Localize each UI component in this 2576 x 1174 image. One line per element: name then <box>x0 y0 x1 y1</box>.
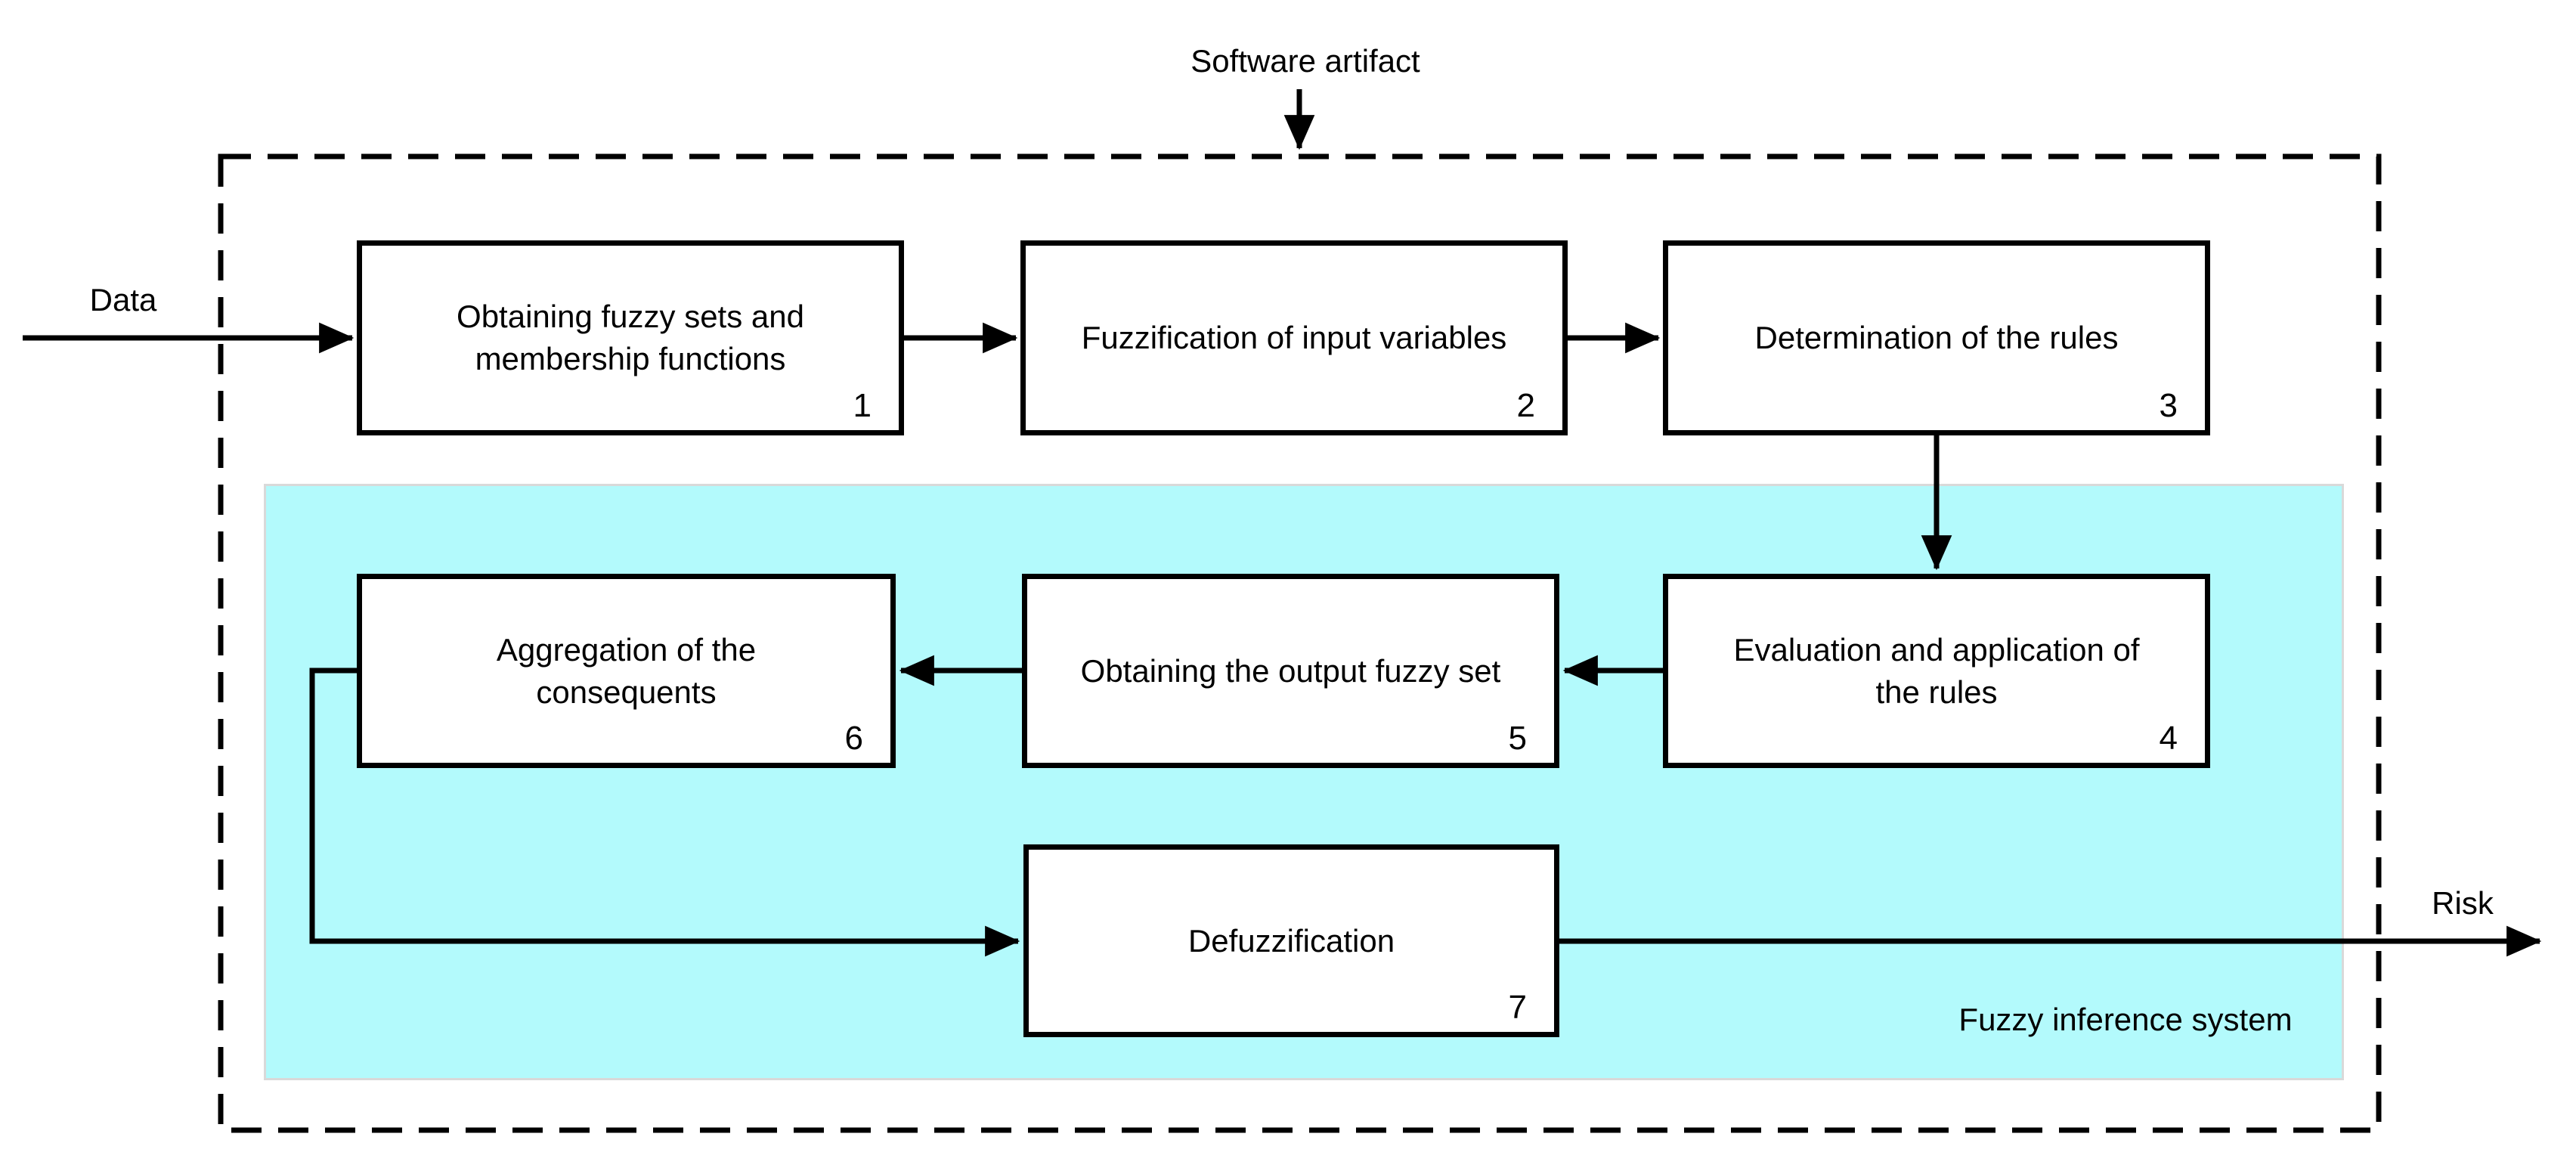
process-box-1-number: 1 <box>853 387 872 424</box>
process-box-2-number: 2 <box>1516 387 1535 424</box>
process-box-1: Obtaining fuzzy sets and membership func… <box>357 240 904 435</box>
process-box-7-number: 7 <box>1508 989 1527 1026</box>
process-box-2: Fuzzification of input variables 2 <box>1020 240 1568 435</box>
data-input-label: Data <box>89 282 157 318</box>
process-box-2-label: Fuzzification of input variables <box>1081 320 1507 355</box>
process-box-4-number: 4 <box>2159 720 2178 757</box>
fuzzy-inference-system-label: Fuzzy inference system <box>1958 1002 2293 1037</box>
process-box-7: Defuzzification 7 <box>1023 844 1559 1037</box>
process-box-5-label: Obtaining the output fuzzy set <box>1080 652 1501 689</box>
process-box-3: Determination of the rules 3 <box>1663 240 2210 435</box>
connector-box6-box7 <box>309 668 1020 957</box>
process-box-4-label: Evaluation and application of the rules <box>1733 631 2140 710</box>
software-artifact-label: Software artifact <box>1190 43 1420 79</box>
process-box-6-label: Aggregation of the consequents <box>496 631 757 710</box>
system-boundary-dashed-border <box>218 153 2382 1133</box>
process-box-5-number: 5 <box>1508 720 1527 757</box>
process-box-3-number: 3 <box>2159 387 2178 424</box>
process-box-1-label: Obtaining fuzzy sets and membership func… <box>457 299 804 376</box>
process-box-6: Aggregation of the consequents 6 <box>357 574 896 768</box>
process-box-5: Obtaining the output fuzzy set 5 <box>1022 574 1559 768</box>
process-box-7-label: Defuzzification <box>1187 922 1395 959</box>
process-box-4: Evaluation and application of the rules … <box>1663 574 2210 768</box>
process-box-3-label: Determination of the rules <box>1754 320 2119 355</box>
process-box-6-number: 6 <box>844 720 863 757</box>
risk-output-label: Risk <box>2432 885 2494 921</box>
